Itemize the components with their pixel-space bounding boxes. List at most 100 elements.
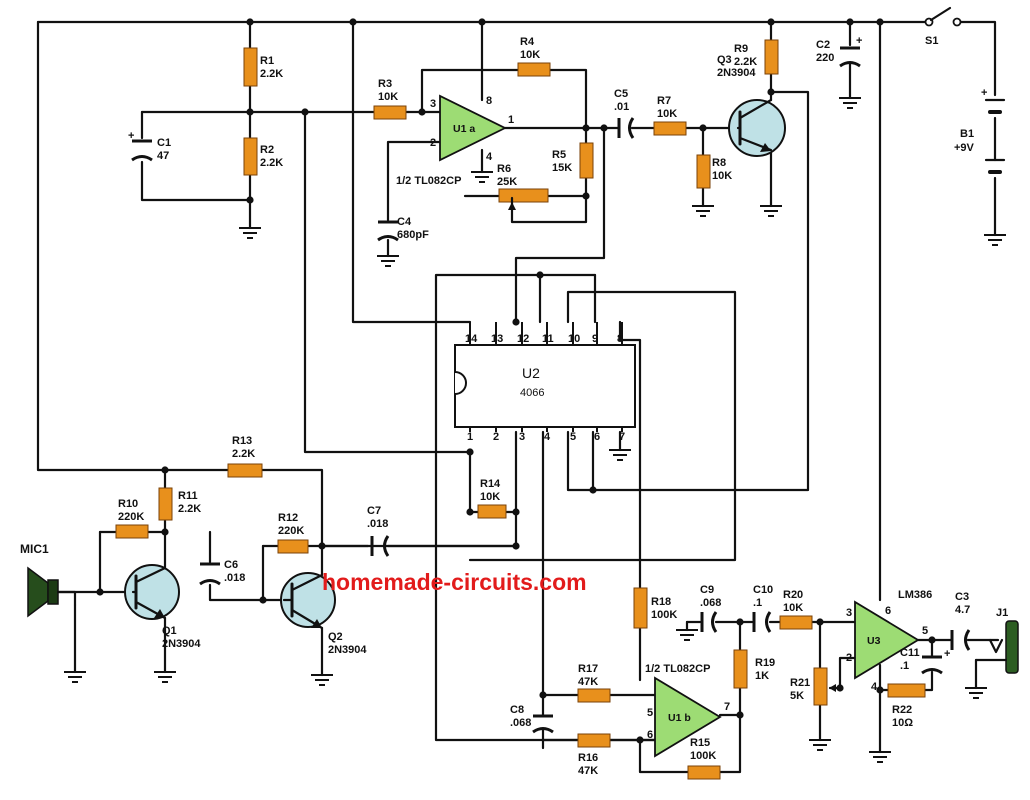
battery-name: B1: [960, 128, 974, 140]
ic-pin-bottom-6: 6: [594, 431, 600, 443]
r20-value-label: 10K: [783, 602, 803, 614]
c3-value-label: 4.7: [955, 604, 970, 616]
c10-name-label: C10: [753, 584, 773, 596]
ic-pin-top-13: 13: [491, 333, 503, 345]
r16-name-label: R16: [578, 752, 598, 764]
capacitors: + + +: [128, 35, 971, 734]
ground-q2-icon: [311, 674, 333, 686]
ic-pin-top-14: 14: [465, 333, 478, 345]
r7-value-label: 10K: [657, 108, 677, 120]
r20-name-label: R20: [783, 589, 803, 601]
capacitor-c5: [617, 117, 635, 139]
ic-pin-top-8: 8: [617, 333, 623, 345]
r5-value-label: 15K: [552, 162, 572, 174]
ground-u3-icon: [869, 751, 891, 763]
transistor-q1: [124, 564, 180, 620]
c10-value-label: .1: [753, 597, 762, 609]
switch-s1: S1: [924, 6, 962, 47]
capacitor-c7: [370, 535, 390, 557]
c5-value-label: .01: [614, 101, 629, 113]
potentiometer-r6: [498, 188, 549, 203]
u1b-pin-6: 6: [647, 729, 653, 741]
resistor-r5: [579, 142, 594, 179]
r9-value-label: 2.2K: [734, 56, 757, 68]
c1-value-label: 47: [157, 150, 169, 162]
ic-ref: U2: [522, 365, 540, 381]
capacitor-c11: [921, 655, 943, 675]
capacitor-c4: [377, 220, 399, 242]
r8-name-label: R8: [712, 157, 726, 169]
r4-name-label: R4: [520, 36, 535, 48]
ground-symbols: [64, 97, 1006, 763]
c2-value-label: 220: [816, 52, 834, 64]
ground-q3-icon: [760, 205, 782, 217]
mic-label: MIC1: [20, 542, 49, 556]
u1a-part: 1/2 TL082CP: [396, 175, 461, 187]
u3-part: LM386: [898, 589, 932, 601]
capacitor-c6: [199, 562, 221, 586]
ground-r21-icon: [809, 739, 831, 751]
r17-value-label: 47K: [578, 676, 598, 688]
resistor-r7: [653, 121, 687, 136]
r3-name-label: R3: [378, 78, 392, 90]
r22-name-label: R22: [892, 704, 912, 716]
r19-name-label: R19: [755, 657, 775, 669]
c4-name-label: C4: [397, 216, 412, 228]
r15-value-label: 100K: [690, 750, 716, 762]
ic-part: 4066: [520, 387, 544, 399]
r16-value-label: 47K: [578, 765, 598, 777]
jack-j1: J1: [974, 607, 1019, 674]
u3-label: U3: [867, 635, 881, 647]
battery-plus: +: [981, 87, 987, 99]
opamp-u1a: U1 a 3 2 8 4 1 1/2 TL082CP: [396, 94, 514, 187]
q2-part-label: 2N3904: [328, 644, 367, 656]
ic-pin-bottom-2: 2: [493, 431, 499, 443]
microphone-mic1: MIC1: [20, 542, 77, 618]
r18-name-label: R18: [651, 596, 671, 608]
c2-name-label: C2: [816, 39, 830, 51]
u1a-pin-2: 2: [430, 137, 436, 149]
ic-pin-top-9: 9: [592, 333, 598, 345]
r7-name-label: R7: [657, 95, 671, 107]
resistor-r14: [477, 504, 507, 519]
potentiometer-r21: [813, 667, 828, 706]
resistor-r13: [227, 463, 263, 478]
resistor-r1: [243, 47, 258, 87]
c8-name-label: C8: [510, 704, 524, 716]
ground-c2-icon: [839, 97, 861, 109]
ground-ic-pin7-icon: [609, 449, 631, 461]
r21-name-label: R21: [790, 677, 810, 689]
resistor-r22: [887, 683, 926, 698]
battery-b1: + B1 +9V: [954, 87, 1006, 174]
capacitor-c2: +: [839, 35, 862, 68]
ic-pin-bottom-4: 4: [544, 431, 551, 443]
u1a-pin-4: 4: [486, 151, 493, 163]
r21-value-label: 5K: [790, 690, 804, 702]
transistors: [124, 98, 786, 630]
r13-name-label: R13: [232, 435, 252, 447]
r10-name-label: R10: [118, 498, 138, 510]
r14-name-label: R14: [480, 478, 501, 490]
resistor-r9: [764, 39, 779, 75]
r3-value-label: 10K: [378, 91, 398, 103]
u1b-pin-5: 5: [647, 707, 653, 719]
c3-name-label: C3: [955, 591, 969, 603]
u1a-pin-1: 1: [508, 114, 514, 126]
q1-name-label: Q1: [162, 625, 177, 637]
r2-name-label: R2: [260, 144, 274, 156]
ground-jack-icon: [965, 687, 987, 699]
r10-value-label: 220K: [118, 511, 144, 523]
u1b-pin-7: 7: [724, 701, 730, 713]
op-amps: U1 a 3 2 8 4 1 1/2 TL082CP U1 b 5 6 7 1/…: [396, 94, 932, 758]
resistor-r8: [696, 154, 711, 189]
resistor-r4: [517, 62, 551, 77]
ic-pin-bottom-5: 5: [570, 431, 576, 443]
jack-label: J1: [996, 607, 1008, 619]
ic-pin-bottom-1: 1: [467, 431, 473, 443]
capacitor-c9: [700, 611, 718, 633]
r9-name-label: R9: [734, 43, 748, 55]
q3-name-label: Q3: [717, 54, 732, 66]
q3-part-label: 2N3904: [717, 67, 756, 79]
u1a-pin-8: 8: [486, 95, 492, 107]
ground-u1a-icon: [471, 171, 493, 183]
